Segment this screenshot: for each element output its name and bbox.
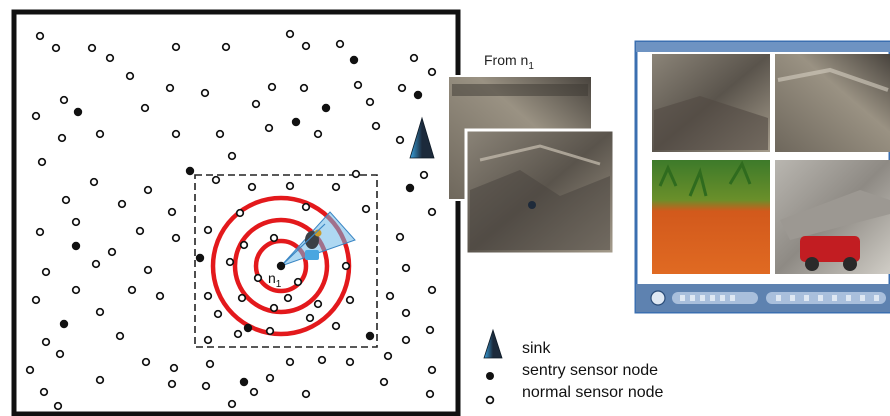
- monitoring-region: [194, 174, 378, 348]
- sentry-nodes: [59, 55, 423, 387]
- node-n1: [276, 261, 286, 271]
- normal-nodes: [25, 29, 437, 411]
- sensor-field-frame: [11, 9, 461, 416]
- node-n1-label: n1: [268, 270, 282, 290]
- sink-icon: [409, 116, 435, 159]
- sensing-ring-inner: [253, 238, 309, 294]
- viewer-logo-icon[interactable]: [650, 290, 666, 306]
- legend-sink-icon: [483, 328, 503, 359]
- sensing-ring-middle: [232, 217, 330, 315]
- legend-normal-node-icon: [485, 395, 495, 405]
- image-panel-caption: From n1: [484, 52, 534, 72]
- legend-sink-label: sink: [522, 340, 551, 357]
- viewer-thumb-desert[interactable]: [652, 160, 770, 274]
- camera-icon: [280, 223, 326, 267]
- viewer-thumb-rubble-2[interactable]: [775, 54, 890, 152]
- viewer-playback-controls[interactable]: [672, 292, 886, 304]
- legend-normal-label: normal sensor node: [522, 384, 664, 401]
- image-viewer-window: [634, 40, 890, 314]
- legend-sentry-node-icon: [486, 372, 494, 380]
- legend-sentry-label: sentry sensor node: [522, 362, 659, 379]
- image-stack-from-n1: [447, 75, 616, 256]
